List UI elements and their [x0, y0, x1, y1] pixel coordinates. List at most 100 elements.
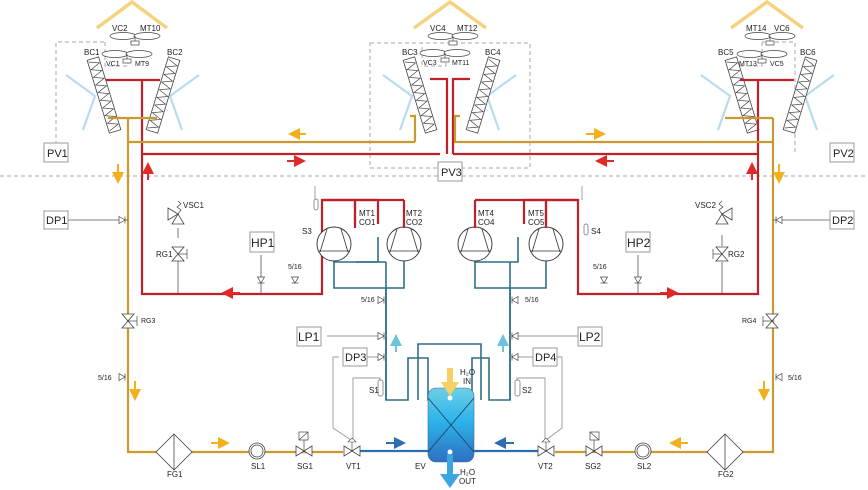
hp2-label: HP2 — [627, 236, 651, 250]
pv1-box[interactable]: PV1 — [43, 142, 69, 163]
sensor-icon-s4 — [583, 223, 589, 236]
sensor-icon-s2 — [514, 379, 521, 397]
label-vsc1: VSC1 — [183, 201, 204, 210]
sight-glass-sl1 — [248, 442, 266, 460]
port-icon-lp2 — [511, 332, 519, 340]
sight-glass-sl2 — [634, 442, 652, 460]
label-mt10: MT10 — [140, 24, 161, 33]
lp1-box[interactable]: LP1 — [296, 326, 322, 347]
port-icon-5-16-liquid-left — [118, 373, 126, 381]
pv3-box[interactable]: PV3 — [437, 161, 463, 182]
evaporator-ev — [427, 387, 475, 463]
expansion-valve-vt1[interactable] — [343, 437, 361, 457]
flow-arrows — [112, 128, 785, 449]
filter-drier-fg1 — [155, 433, 193, 471]
label-fg1: FG1 — [167, 470, 183, 479]
expansion-valve-vt2[interactable] — [537, 437, 555, 457]
label-mt14: MT14 — [746, 24, 767, 33]
safety-valve-vsc1 — [167, 200, 185, 225]
label-port-5-16: 5/16 — [98, 375, 112, 382]
dp3-label: DP3 — [345, 352, 366, 364]
label-s3: S3 — [302, 227, 312, 236]
pv2-box[interactable]: PV2 — [829, 142, 855, 163]
label-s4: S4 — [591, 227, 601, 236]
coil-icon-bc2 — [145, 56, 181, 134]
safety-valve-vsc2 — [715, 200, 733, 225]
dp4-box[interactable]: DP4 — [532, 347, 558, 367]
port-icon-dp2 — [775, 216, 783, 224]
dp2-box[interactable]: DP2 — [829, 210, 855, 230]
label-mt9: MT9 — [135, 61, 149, 68]
label-h2o-in-sub: IN — [463, 377, 471, 386]
label-bc1: BC1 — [84, 48, 100, 57]
label-vc2: VC2 — [112, 24, 128, 33]
label-sg2: SG2 — [585, 462, 602, 471]
label-port-5-16: 5/16 — [788, 375, 802, 382]
label-rg1: RG1 — [156, 250, 173, 259]
label-bc6: BC6 — [800, 48, 816, 57]
compressors — [316, 226, 564, 262]
coil-icon-bc4 — [465, 56, 501, 134]
label-h2o-in: H₂O — [460, 368, 475, 377]
hp1-box[interactable]: HP1 — [249, 231, 275, 253]
label-fg2: FG2 — [718, 470, 734, 479]
label-rg3: RG3 — [141, 318, 156, 325]
hp2-box[interactable]: HP2 — [625, 231, 651, 253]
port-icon-5-16-suction-left — [377, 296, 385, 304]
label-co2: CO2 — [406, 218, 423, 227]
compressor-icon-co5 — [528, 226, 564, 262]
label-mt4: MT4 — [478, 209, 495, 218]
fan-icon-vc6 — [744, 32, 796, 46]
label-port-5-16: 5/16 — [361, 297, 375, 304]
label-co4: CO4 — [478, 218, 495, 227]
label-rg4: RG4 — [742, 318, 757, 325]
lp2-box[interactable]: LP2 — [577, 326, 603, 347]
lp1-label: LP1 — [298, 330, 320, 344]
label-vsc2: VSC2 — [695, 201, 716, 210]
port-icon-5-16-liquid-right — [775, 373, 783, 381]
fan-icon-vc2 — [109, 32, 161, 46]
label-mt13: MT13 — [739, 61, 757, 68]
dp3-box[interactable]: DP3 — [342, 347, 368, 367]
roof-icon-right — [729, 0, 805, 30]
label-s2: S2 — [522, 386, 532, 395]
label-mt1: MT1 — [359, 209, 376, 218]
label-vc6: VC6 — [774, 24, 790, 33]
compressor-icon-co1 — [316, 226, 352, 262]
solenoid-valve-sg2[interactable] — [585, 431, 603, 457]
label-sl1: SL1 — [251, 462, 266, 471]
label-vc5: VC5 — [770, 61, 784, 68]
label-bc5: BC5 — [718, 48, 734, 57]
label-bc4: BC4 — [485, 48, 501, 57]
label-mt12: MT12 — [457, 24, 478, 33]
port-icon-hp1 — [257, 276, 265, 284]
label-co1: CO1 — [359, 218, 376, 227]
label-s1: S1 — [369, 386, 379, 395]
label-vt2: VT2 — [538, 462, 553, 471]
hp1-label: HP1 — [251, 236, 275, 250]
port-icon-dp1 — [118, 216, 126, 224]
port-icon-dp4 — [511, 353, 519, 361]
solenoid-valve-sg1[interactable] — [295, 431, 313, 457]
sensor-icon-s1 — [377, 379, 384, 397]
port-icon-5-16-right — [600, 276, 608, 284]
pv1-label: PV1 — [47, 148, 68, 160]
lp2-label: LP2 — [579, 330, 601, 344]
dp1-box[interactable]: DP1 — [43, 210, 69, 230]
label-ev: EV — [415, 462, 426, 471]
label-port-5-16: 5/16 — [525, 297, 539, 304]
fans — [101, 32, 796, 64]
label-bc3: BC3 — [402, 48, 418, 57]
port-icon-5-16-left — [291, 276, 299, 284]
sensor-icon-s3 — [313, 198, 319, 211]
discharge-lines — [106, 77, 794, 296]
label-rg2: RG2 — [728, 250, 745, 259]
roof-icon-left — [95, 0, 169, 30]
temperature-sensors — [313, 198, 589, 397]
pv2-label: PV2 — [833, 148, 854, 160]
compressor-icon-co2 — [386, 226, 422, 262]
label-vc4: VC4 — [430, 24, 446, 33]
dp4-label: DP4 — [535, 352, 556, 364]
port-icon-dp3 — [377, 353, 385, 361]
